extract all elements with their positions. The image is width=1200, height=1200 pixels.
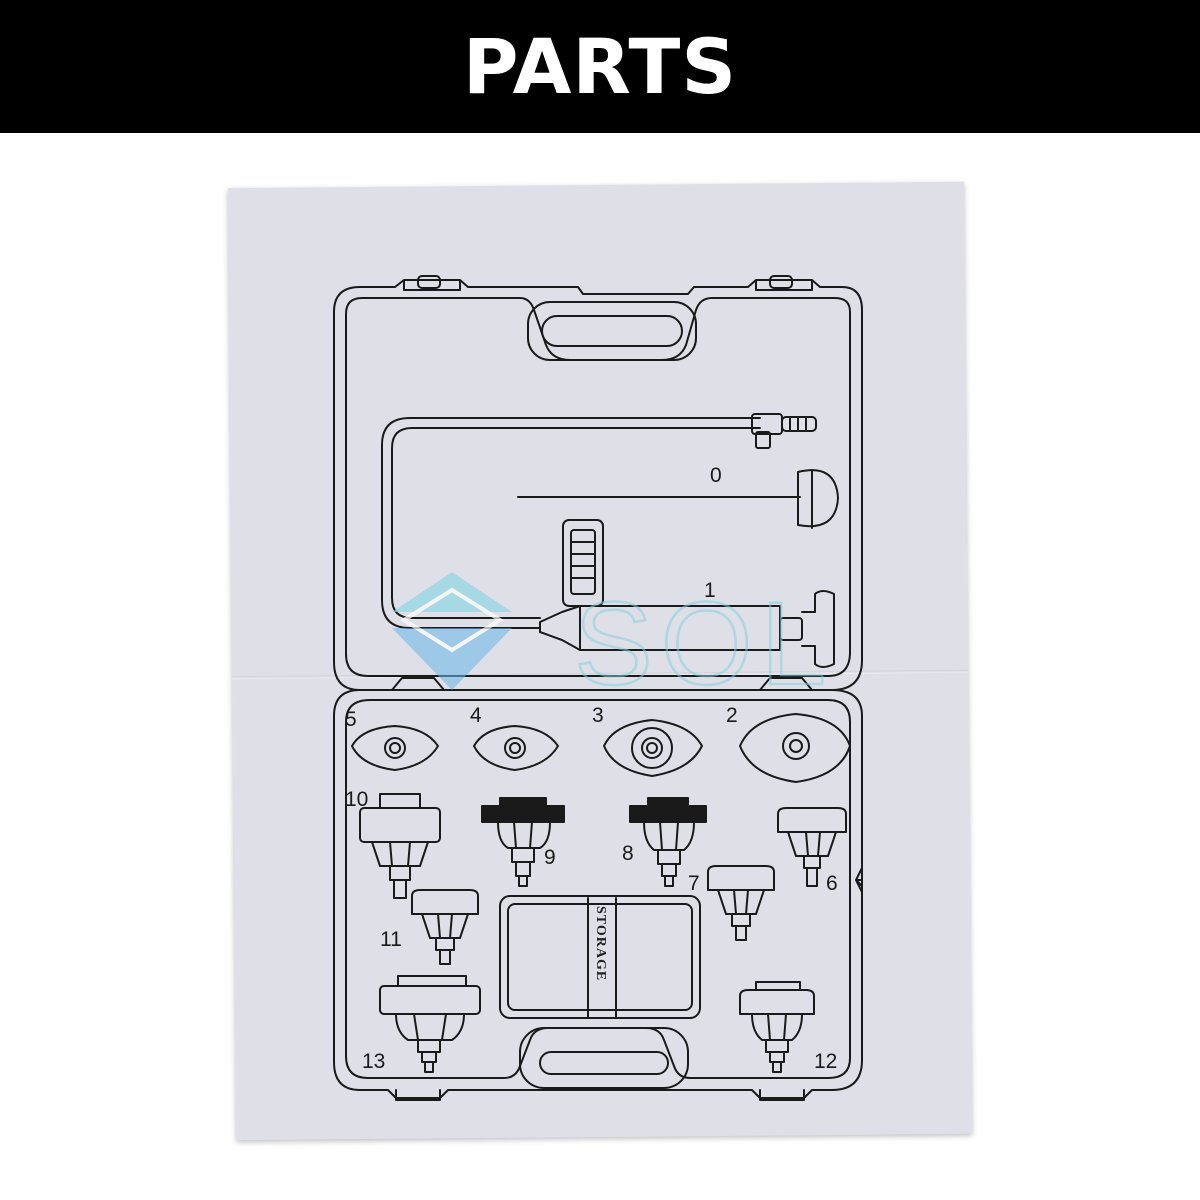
pump-t-handle: [801, 590, 835, 668]
part-label-10: 10: [345, 788, 368, 811]
part-label-5: 5: [345, 708, 357, 731]
part-label-8: 8: [622, 842, 634, 865]
latch-bottom-left: [395, 1089, 441, 1101]
part-label-9: 9: [544, 846, 556, 869]
probe-knob: [797, 469, 839, 528]
case-lid-inner: [345, 297, 851, 677]
storage-compartment: [499, 895, 701, 1019]
part-label-6: 6: [826, 872, 838, 895]
base-handle: [519, 1027, 689, 1089]
part-label-12: 12: [814, 1050, 837, 1073]
hinge-left: [391, 677, 445, 691]
adapter-8: [629, 797, 707, 887]
part-label-1: 1: [704, 579, 716, 602]
case-base-outline: [333, 689, 863, 1099]
part-label-13: 13: [362, 1050, 385, 1073]
adapter-13: [379, 975, 481, 1073]
lid-handle: [527, 301, 697, 361]
watermark: SOL: [392, 572, 834, 711]
part-label-4: 4: [470, 704, 482, 727]
storage-label: STORAGE: [593, 906, 608, 981]
header-banner: PARTS: [0, 0, 1200, 133]
case-lid-outline: [333, 279, 863, 691]
adapter-12: [739, 981, 815, 1073]
hinge-right: [759, 677, 813, 691]
hose-coupler-valve: [755, 431, 771, 449]
watermark-text: SOL: [574, 578, 834, 710]
adapter-6: [777, 807, 847, 887]
pressure-hose: [381, 417, 761, 629]
cap-adapter-3: [603, 719, 703, 777]
latch-left-knob: [417, 275, 441, 289]
adapter-9: [481, 797, 565, 887]
part-label-2: 2: [726, 704, 738, 727]
adapter-11: [411, 889, 479, 965]
latch-right-knob: [769, 275, 793, 289]
latch-bottom-right: [759, 1089, 805, 1101]
cap-adapter-2: [739, 713, 851, 783]
storage-compartment-inner: [507, 903, 693, 1011]
part-label-0: 0: [710, 464, 722, 487]
lid-handle-grip: [541, 315, 683, 347]
pump-handle-stem: [779, 617, 803, 641]
part-label-3: 3: [592, 704, 604, 727]
cap-adapter-5: [351, 725, 439, 771]
part-label-11: 11: [380, 928, 402, 951]
adapter-10: [359, 793, 441, 899]
latch-left: [403, 280, 461, 291]
part-label-7: 7: [688, 872, 700, 895]
base-handle-grip: [539, 1051, 669, 1075]
banner-title: PARTS: [462, 21, 738, 111]
pump-cylinder: [539, 605, 781, 651]
cap-adapter-4: [473, 725, 559, 771]
adapter-7: [707, 865, 775, 941]
latch-right: [755, 280, 813, 291]
pressure-hose-inner: [391, 427, 761, 619]
